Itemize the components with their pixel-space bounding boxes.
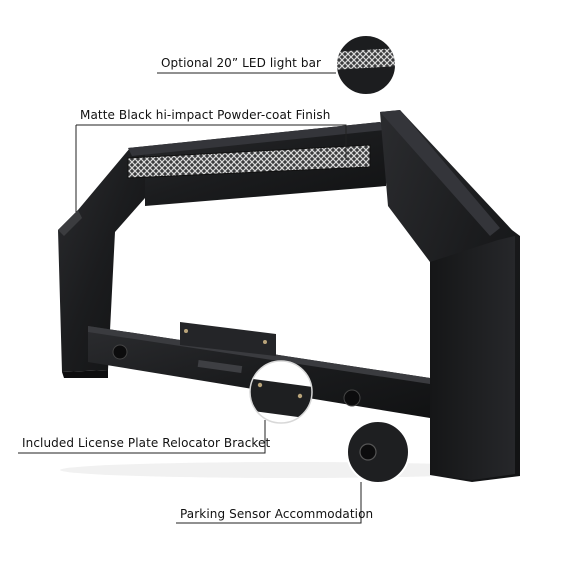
leader-lines xyxy=(18,72,362,524)
led-light-bar xyxy=(127,144,371,179)
led-zoom-circle xyxy=(335,34,397,96)
plate-zoom-circle xyxy=(249,360,313,424)
sensor-hole-left xyxy=(112,344,128,360)
sensor-zoom-circle xyxy=(346,420,410,484)
finish-callout: Matte Black hi-impact Powder-coat Finish xyxy=(80,108,331,122)
right-upright xyxy=(380,110,520,482)
left-upright xyxy=(58,148,145,378)
top-hoop xyxy=(127,122,388,206)
sensor-hole-right xyxy=(343,389,361,407)
led-light-bar-callout: Optional 20” LED light bar xyxy=(161,56,322,70)
parking-sensor-callout: Parking Sensor Accommodation xyxy=(180,507,374,521)
license-plate-bracket xyxy=(180,322,276,356)
license-plate-callout: Included License Plate Relocator Bracket xyxy=(22,436,271,450)
